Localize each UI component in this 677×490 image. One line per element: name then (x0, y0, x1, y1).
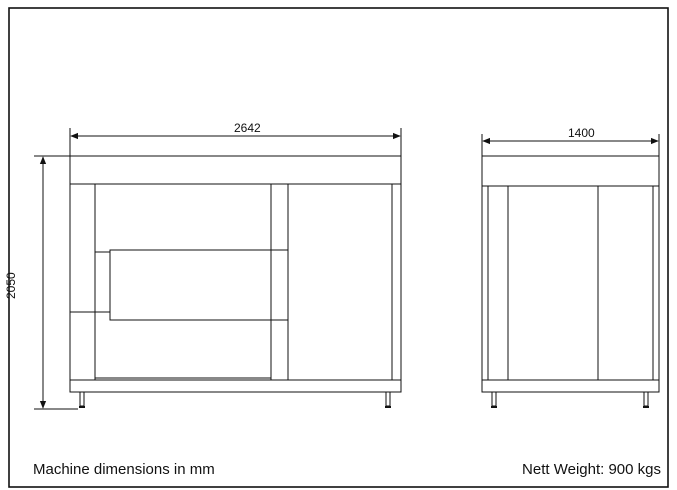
side-top-band (481, 155, 660, 187)
side-body (481, 185, 660, 381)
units-caption: Machine dimensions in mm (33, 461, 215, 478)
weight-caption: Nett Weight: 900 kgs (522, 461, 661, 478)
front-body (69, 183, 402, 381)
front-width-label: 2642 (234, 121, 261, 135)
front-view (69, 155, 402, 408)
side-foot-left (491, 391, 497, 407)
front-width-dimension (69, 128, 402, 156)
front-foot-right (385, 391, 391, 407)
side-width-label: 1400 (568, 126, 595, 140)
side-width-dimension (481, 134, 660, 156)
front-drawer (109, 249, 289, 321)
front-base (69, 379, 402, 393)
side-view (481, 155, 660, 408)
side-base (481, 379, 660, 393)
height-dimension (34, 155, 78, 410)
front-top-band (69, 155, 402, 185)
front-right-door (287, 183, 393, 381)
drawing-border (8, 7, 669, 488)
front-foot-left (79, 391, 85, 407)
height-label: 2050 (4, 272, 18, 299)
side-foot-right (643, 391, 649, 407)
